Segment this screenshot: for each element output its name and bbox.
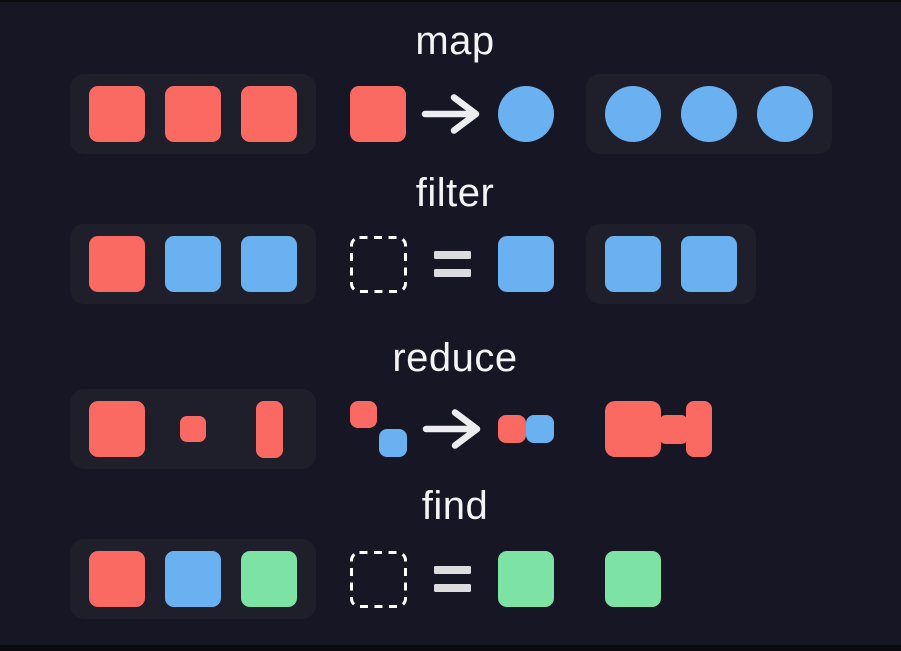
output-array-panel — [586, 74, 832, 154]
blue-circle-shape — [681, 86, 737, 142]
array-item-slot — [89, 551, 145, 607]
row-body-find — [0, 539, 901, 619]
operation-group — [350, 224, 554, 304]
output-array-panel — [586, 224, 756, 304]
array-item-slot — [89, 236, 145, 292]
operation-group — [350, 74, 554, 154]
blue-square-shape — [241, 236, 297, 292]
blue-square-shape — [681, 236, 737, 292]
red-square-shape — [241, 86, 297, 142]
operation-group — [350, 539, 554, 619]
equals-bar — [434, 251, 471, 259]
green-square-shape — [241, 551, 297, 607]
green-square-shape — [498, 551, 554, 607]
blue-circle-shape — [605, 86, 661, 142]
array-item-slot — [165, 86, 221, 142]
merged-square-part — [605, 401, 661, 457]
operation-group — [350, 389, 554, 469]
equals-bar — [434, 269, 471, 277]
red-square-shape — [89, 401, 145, 457]
red-square-shape — [350, 86, 406, 142]
array-item-slot — [89, 86, 145, 142]
blue-circle-shape — [498, 86, 554, 142]
array-item-slot — [165, 551, 221, 607]
array-item-slot — [241, 236, 297, 292]
row-body-reduce — [0, 389, 901, 469]
blue-mini-square-shape — [526, 415, 554, 443]
array-item-slot — [241, 400, 297, 458]
merged-result-shape — [605, 401, 712, 457]
blue-circle-shape — [757, 86, 813, 142]
row-title-reduce: reduce — [392, 336, 518, 380]
input-array-panel — [70, 539, 316, 619]
red-square-shape — [89, 551, 145, 607]
tall-red-rect-shape — [255, 400, 283, 458]
input-array-panel — [70, 224, 316, 304]
output-value — [605, 389, 712, 469]
row-body-map — [0, 74, 901, 154]
red-square-shape — [89, 86, 145, 142]
row-body-filter — [0, 224, 901, 304]
array-item-slot — [165, 236, 221, 292]
output-value — [605, 539, 661, 619]
equals-bar — [434, 584, 471, 592]
dashed-placeholder-icon — [350, 550, 407, 608]
array-item-slot — [89, 401, 145, 457]
row-title-filter: filter — [415, 171, 495, 215]
dashed-placeholder-icon — [350, 235, 407, 293]
merged-bar-part — [686, 401, 712, 457]
red-square-shape — [165, 86, 221, 142]
equals-icon — [434, 566, 471, 592]
blue-mini-square-shape — [379, 429, 407, 457]
merged-connector-part — [659, 414, 688, 444]
input-array-panel — [70, 74, 316, 154]
red-mini-square-shape — [350, 401, 377, 428]
blue-square-shape — [498, 236, 554, 292]
arrow-icon — [422, 407, 484, 451]
row-title-find: find — [421, 484, 489, 528]
array-item-slot — [241, 86, 297, 142]
small-red-square-shape — [180, 416, 206, 442]
red-mini-square-shape — [498, 415, 526, 443]
array-item-slot — [165, 401, 221, 457]
input-array-panel — [70, 389, 316, 469]
equals-bar — [434, 566, 471, 574]
blue-square-shape — [165, 236, 221, 292]
blue-square-shape — [165, 551, 221, 607]
array-item-slot — [241, 551, 297, 607]
green-square-shape — [605, 551, 661, 607]
arrow-icon — [421, 92, 483, 136]
accumulator-pair-shape — [350, 401, 407, 457]
blue-square-shape — [605, 236, 661, 292]
red-square-shape — [89, 236, 145, 292]
row-title-map: map — [415, 19, 495, 63]
equals-icon — [434, 251, 471, 277]
combined-pair-shape — [498, 415, 554, 443]
